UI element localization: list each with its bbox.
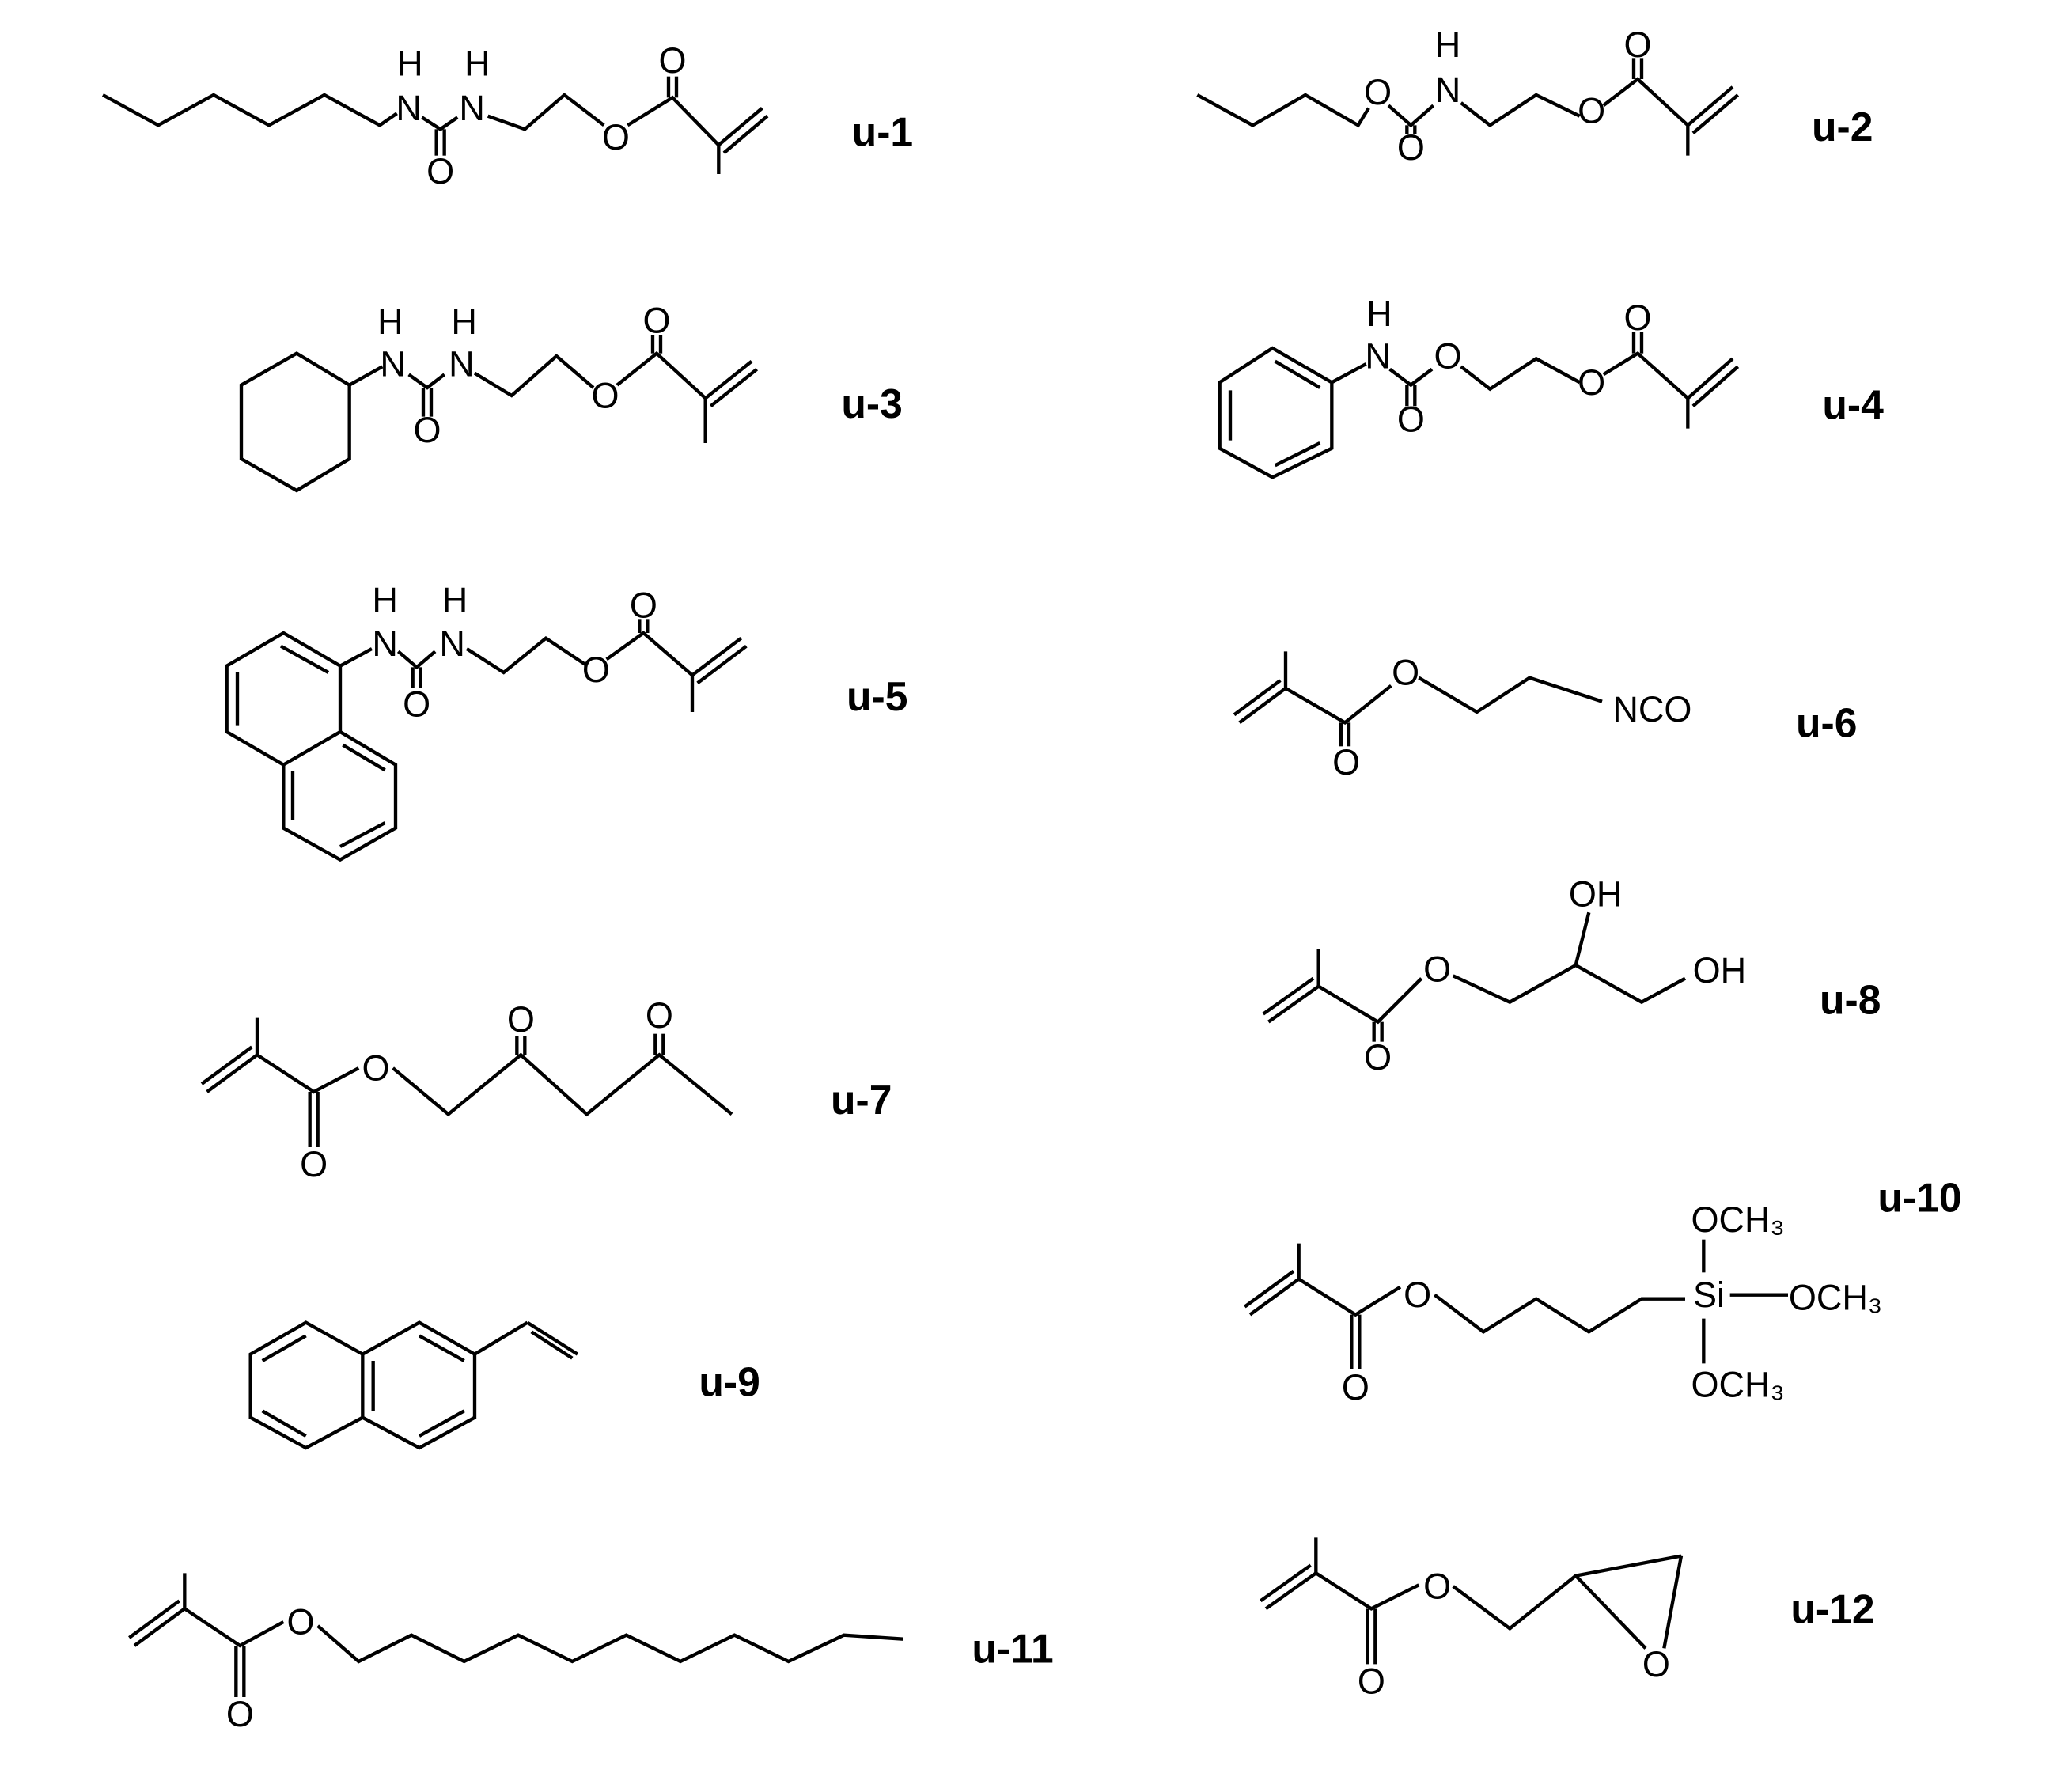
compound-label: u-5 [847,673,907,719]
compound-label: u-7 [831,1077,892,1123]
atom-oh: OH [1569,874,1623,915]
atom-h: H [1366,294,1392,334]
atom-o: O [426,151,454,191]
atom-n: N [396,88,422,128]
atom-n: N [372,623,398,664]
atom-o: O [646,995,673,1036]
molecule-u-4: H N O O O O u-4 [1218,294,1884,479]
atom-o: O [403,684,430,725]
atom-o: O [1404,1275,1431,1315]
atom-o: O [413,410,441,450]
atom-o: O [1397,127,1425,168]
compound-label: u-3 [841,381,902,426]
atom-o: O [1423,949,1451,990]
atom-h: H [451,301,477,342]
atom-o: O [1578,362,1605,403]
molecule-u-10: O O Si OCH₃ OCH₃ OCH₃ u-10 [1244,1174,1962,1407]
atom-o: O [1434,336,1461,377]
atom-h: H [1435,25,1461,65]
atom-o: O [602,117,630,157]
molecule-u-1: H H N N O O O u-1 [101,40,913,191]
molecule-u-2: H O N O O O u-2 [1196,25,1873,168]
atom-h: H [464,44,491,84]
atom-h: H [442,580,468,620]
compound-label: u-9 [699,1359,760,1405]
compound-label: u-1 [852,109,913,155]
molecule-u-9: u-9 [248,1320,760,1450]
atom-o: O [1578,91,1605,131]
atom-h: H [377,301,403,342]
atom-si: Si [1693,1275,1725,1315]
molecule-u-11: O O u-11 [128,1573,1054,1734]
atom-o: O [362,1048,389,1089]
atom-o: O [1342,1367,1369,1407]
atom-o: O [300,1144,328,1184]
atom-n: N [1365,336,1391,377]
atom-o: O [582,650,610,690]
atom-o: O [507,999,535,1040]
atom-o: O [1364,72,1392,112]
atom-h: H [397,44,422,84]
atom-o: O [1332,742,1360,782]
atom-h: H [372,580,398,620]
compound-label: u-12 [1790,1586,1874,1631]
atom-n: N [449,344,475,385]
atom-o: O [1623,25,1651,65]
atom-o: O [1358,1661,1385,1702]
molecule-u-3: H H N N O O O u-3 [239,301,903,493]
molecule-u-12: O O O u-12 [1260,1537,1875,1702]
atom-o: O [226,1694,254,1734]
atom-och3: OCH₃ [1691,1199,1785,1240]
compound-label: u-10 [1877,1174,1961,1220]
atom-n: N [380,344,406,385]
atom-n: N [459,88,485,128]
atom-o: O [286,1602,314,1642]
atom-o: O [1642,1644,1670,1684]
compound-label: u-8 [1820,976,1881,1022]
atom-och3: OCH₃ [1691,1365,1785,1405]
atom-o: O [1392,653,1419,693]
atom-o: O [1623,297,1651,338]
atom-o: O [642,301,670,341]
atom-o: O [658,40,686,81]
compound-label: u-11 [972,1625,1053,1671]
atom-o: O [630,585,657,626]
compound-label: u-4 [1822,382,1884,428]
atom-o: O [1397,400,1425,440]
molecule-u-8: O O OH OH u-8 [1262,874,1881,1078]
molecule-u-5: H H N N O O O u-5 [225,580,907,862]
atom-n: N [439,623,465,664]
atom-nco: NCO [1612,689,1691,729]
atom-oh: OH [1693,950,1747,991]
atom-och3: OCH₃ [1789,1278,1882,1318]
compound-label: u-2 [1812,104,1873,150]
atom-o: O [591,376,619,416]
compound-label: u-6 [1796,699,1857,745]
molecule-u-7: O O O O u-7 [200,995,892,1184]
molecule-u-6: O O NCO u-6 [1233,651,1857,782]
atom-o: O [1364,1037,1392,1078]
atom-o: O [1423,1567,1451,1607]
atom-n: N [1435,70,1461,110]
